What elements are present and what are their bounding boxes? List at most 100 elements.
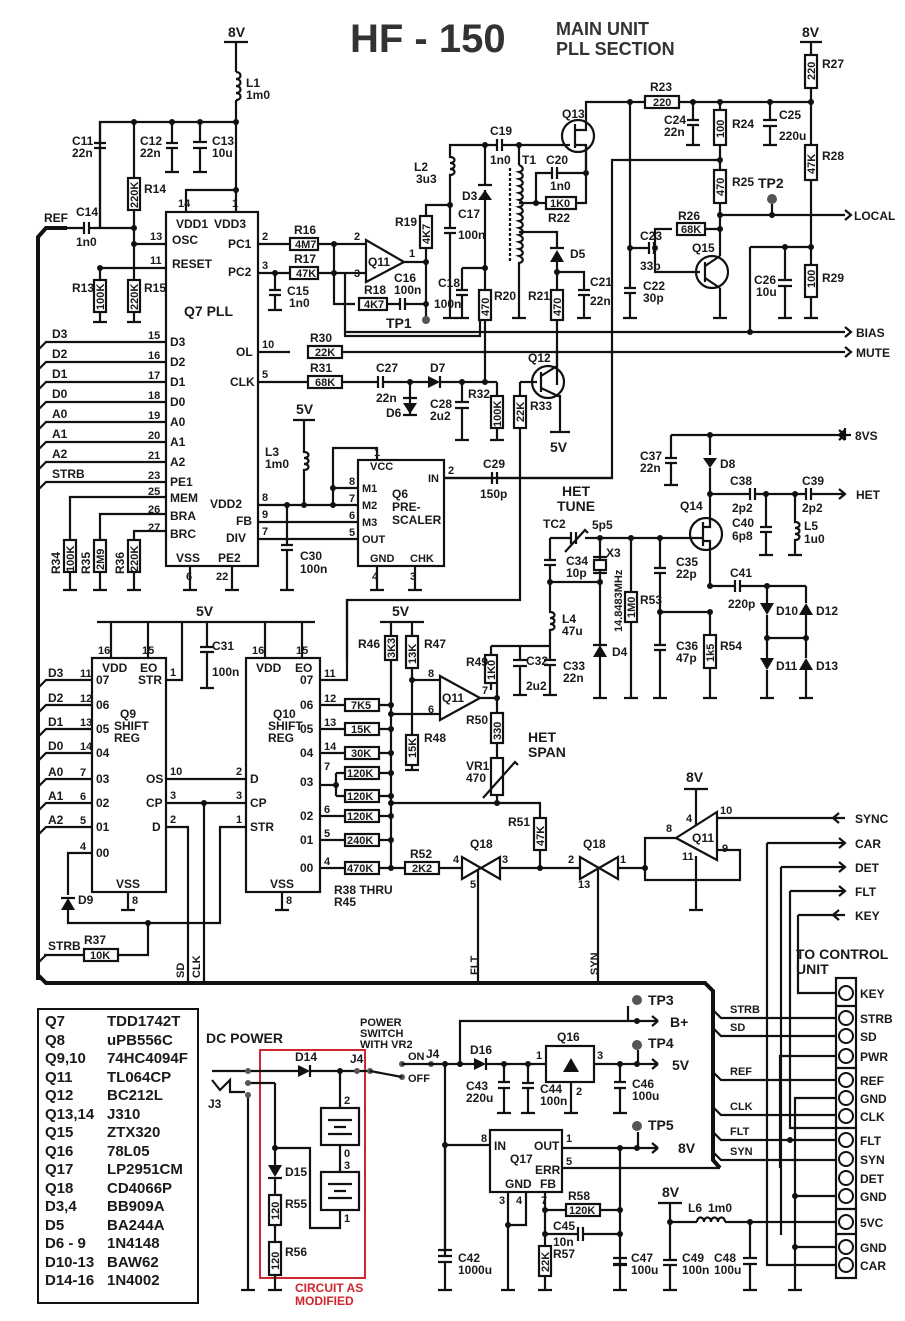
ladder-resistor: [343, 721, 381, 737]
bus-line: [37, 420, 166, 431]
8vs-label: 8VS: [855, 429, 878, 443]
connector-pin[interactable]: [838, 1090, 854, 1106]
q10-pin-number: 11: [324, 668, 336, 680]
r23-label: R23: [650, 80, 672, 94]
c19-value: 1n0: [490, 153, 511, 167]
connector-pin[interactable]: [838, 1072, 854, 1088]
d8-label: D8: [720, 457, 736, 471]
q6-pin-number: 6: [349, 510, 355, 522]
r33-value: 22K: [515, 402, 527, 422]
c23-label: C23: [640, 229, 662, 243]
r15-resistor: [126, 278, 142, 314]
rail-5v-shift: 5V: [196, 603, 214, 619]
l2-label: L2: [414, 160, 428, 174]
r32-label: R32: [468, 387, 490, 401]
part-ref: Q12: [45, 1087, 74, 1104]
q10-pin-number: 16: [252, 645, 264, 657]
c18-label: C18: [438, 276, 460, 290]
bus-signal-label: D1: [52, 367, 68, 381]
r53-label: R53: [640, 593, 662, 607]
q9-pin-number: 10: [170, 766, 182, 778]
connector-pin[interactable]: [838, 985, 854, 1001]
l6-inductor: [695, 1216, 727, 1223]
r20-value: 470: [480, 298, 492, 316]
bus-line: [37, 825, 92, 836]
c16-value: 100n: [394, 283, 421, 297]
ladder-resistor: [343, 808, 381, 824]
q7-pin-number: 10: [262, 339, 274, 351]
flt-vert-label: FLT: [469, 955, 481, 975]
r18-resistor: [357, 296, 389, 312]
r18-value: 4K7: [364, 299, 384, 311]
ref-label: REF: [44, 211, 68, 225]
bus-exit-line: [712, 1151, 835, 1162]
q6-pin-name: M1: [362, 483, 377, 495]
q9-pin-name: OS: [146, 772, 163, 786]
connector-pin[interactable]: [838, 1028, 854, 1044]
c32-c33-wires: [489, 644, 557, 697]
c11-cap: [94, 122, 106, 228]
l2-value: 3u3: [416, 172, 437, 186]
connector-pin[interactable]: [838, 1257, 854, 1273]
q10-pin-number: 14: [324, 741, 337, 753]
q9-pin-number: 6: [80, 791, 86, 803]
connector-pin[interactable]: [838, 1048, 854, 1064]
r17-label: R17: [294, 252, 316, 266]
connector-pin[interactable]: [838, 1108, 854, 1124]
vr1-adjust-arrow: [482, 760, 519, 799]
tp4-testpoint: [632, 1040, 642, 1050]
part-ref: Q17: [45, 1161, 74, 1178]
r54-value: 1k5: [705, 644, 717, 662]
c25-label: C25: [779, 108, 801, 122]
switch-on-label: ON: [408, 1051, 425, 1063]
q6-pin-name: VCC: [370, 461, 393, 473]
connector-pin[interactable]: [838, 1151, 854, 1167]
c14-label: C14: [76, 205, 98, 219]
r14-value: 220K: [129, 182, 141, 208]
to-control-2: UNIT: [796, 961, 829, 977]
r52-value: 2K2: [412, 863, 432, 875]
c48-label: C48: [714, 1251, 736, 1265]
r13-label: R13: [72, 281, 94, 295]
d13-diode: [799, 658, 813, 670]
connector-pin[interactable]: [838, 1188, 854, 1204]
connector-pin[interactable]: [838, 1214, 854, 1230]
q7-pin-number: 13: [150, 231, 162, 243]
vr1-value: 470: [466, 771, 486, 785]
connector-pin[interactable]: [838, 1239, 854, 1255]
r15-label: R15: [144, 281, 166, 295]
q10-pin-number: 3: [236, 790, 242, 802]
tp3-testpoint: [632, 995, 642, 1005]
q16-pin3: 3: [597, 1050, 603, 1062]
connector-pin[interactable]: [838, 1010, 854, 1026]
bus-signal-label: D0: [52, 387, 68, 401]
connector-pin-label: SYN: [860, 1153, 885, 1167]
c16-label: C16: [394, 271, 416, 285]
part-ref: Q15: [45, 1124, 74, 1141]
r23-value: 220: [653, 97, 671, 109]
r56-value: 120: [270, 1252, 282, 1270]
q10-pin-name: EO: [295, 661, 312, 675]
c38-label: C38: [730, 474, 752, 488]
q7-pin-name: D0: [170, 395, 186, 409]
connector-pin[interactable]: [838, 1132, 854, 1148]
q18a-pin5: 5: [470, 879, 476, 891]
part-number: BA244A: [107, 1216, 165, 1234]
rail-8v-l6: 8V: [662, 1184, 680, 1200]
q10-pin-name: D: [250, 772, 259, 786]
c12-cap: [165, 122, 179, 174]
connector-pin[interactable]: [838, 1170, 854, 1186]
c13-cap: [193, 122, 207, 174]
c41-value: 220p: [728, 597, 755, 611]
car-label: CAR: [855, 837, 881, 851]
q6-pin-name: OUT: [362, 534, 386, 546]
tp2-label: TP2: [758, 175, 784, 191]
c26-bias-wires: [748, 245, 811, 332]
c44-label: C44: [540, 1082, 562, 1096]
q7-pin-number: 14: [178, 198, 191, 210]
